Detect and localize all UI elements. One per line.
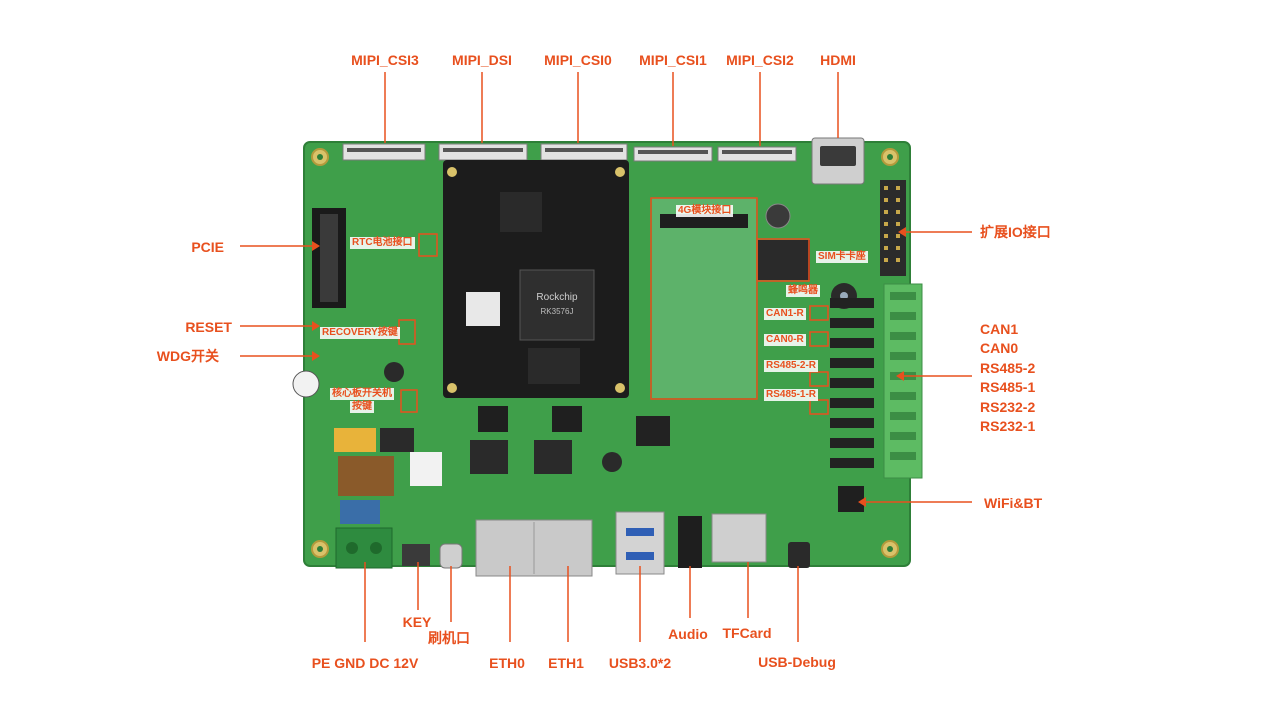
label-buzzer: 蜂鸣器 — [786, 285, 820, 297]
leader-arrowheads — [312, 227, 906, 507]
label-mipi-dsi: MIPI_DSI — [452, 52, 512, 68]
label-flash-port: 刷机口 — [428, 630, 470, 646]
label-wdg: WDG开关 — [156, 348, 219, 364]
label-mipi-csi1: MIPI_CSI1 — [639, 52, 707, 68]
label-reset: RESET — [185, 319, 232, 335]
mounting-holes — [311, 148, 899, 558]
label-core-switch: 核心板开关机 — [330, 388, 394, 400]
label-wifi-bt: WiFi&BT — [984, 495, 1043, 511]
key-button — [402, 544, 430, 566]
label-tfcard: TFCard — [722, 625, 772, 641]
label-can1-r: CAN1-R — [764, 308, 806, 320]
label-eth1: ETH1 — [548, 655, 584, 671]
wifi-module — [838, 486, 864, 512]
label-usb-debug: USB-Debug — [758, 654, 836, 670]
usb3-stack — [615, 511, 665, 575]
leader-lines — [240, 72, 972, 642]
label-core-switch-2: 按键 — [350, 401, 374, 413]
label-rs485-2-r: RS485-2-R — [764, 360, 819, 372]
label-eth0: ETH0 — [489, 655, 525, 671]
label-recovery-key: RECOVERY按键 — [320, 327, 400, 339]
label-mipi-csi3: MIPI_CSI3 — [351, 52, 419, 68]
label-mipi-csi2: MIPI_CSI2 — [726, 52, 794, 68]
tfcard-slot — [711, 513, 767, 563]
sim-socket — [758, 240, 810, 280]
label-power: PE GND DC 12V — [311, 655, 419, 671]
usb-debug-port — [788, 542, 810, 568]
label-can1: CAN1 — [980, 321, 1019, 337]
audio-jack — [678, 516, 702, 568]
label-pcie: PCIE — [191, 239, 224, 255]
label-rs232-1: RS232-1 — [980, 418, 1036, 435]
label-can0-r: CAN0-R — [764, 334, 806, 346]
label-rs485-2: RS485-2 — [980, 359, 1036, 376]
label-can0: CAN0 — [980, 340, 1019, 357]
rk3576-chip — [519, 269, 595, 341]
label-expansion-io: 扩展IO接口 — [980, 224, 1051, 240]
label-sim: SIM卡卡座 — [816, 251, 868, 263]
power-terminal — [335, 527, 393, 569]
chip-brand-text: Rockchip — [536, 292, 578, 303]
expansion-io-header — [880, 180, 906, 276]
label-hdmi: HDMI — [820, 52, 856, 68]
label-4g-module: 4G模块接口 — [676, 205, 734, 217]
label-key: KEY — [402, 614, 432, 630]
label-rs485-1-r: RS485-1-R — [764, 389, 819, 401]
interface-stack: CAN1 CAN0 RS485-2 RS485-1 RS232-2 RS232-… — [980, 320, 1035, 436]
label-audio: Audio — [668, 626, 708, 642]
chip-model-text: RK3576J — [541, 307, 574, 316]
label-rs485-1: RS485-1 — [980, 379, 1036, 396]
typec-flash-port — [439, 543, 463, 569]
highlight-boxes — [398, 197, 829, 415]
label-rs232-2: RS232-2 — [980, 398, 1036, 415]
label-mipi-csi0: MIPI_CSI0 — [544, 52, 612, 68]
label-rtc-battery: RTC电池接口 — [350, 237, 415, 249]
label-usb3: USB3.0*2 — [608, 655, 672, 671]
module-4g-slot — [652, 198, 756, 398]
